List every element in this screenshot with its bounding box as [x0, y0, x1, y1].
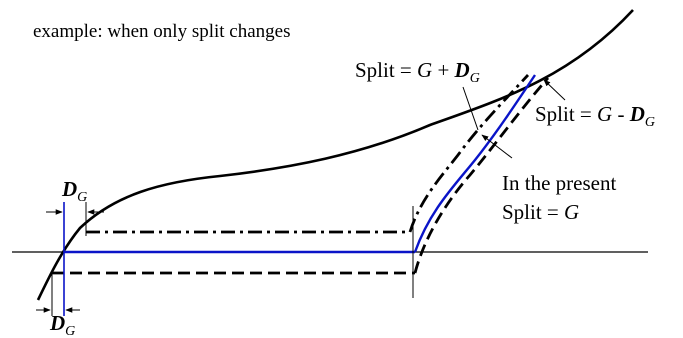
label-split-plus: Split = G + DG: [355, 58, 480, 86]
label-delta-top: DG: [61, 177, 87, 205]
label-present-line1: In the present: [502, 171, 616, 195]
leader-split-plus: [462, 86, 479, 131]
leader-present: [481, 134, 513, 159]
label-delta-bottom: DG: [49, 311, 75, 338]
split-plus-curve: [408, 74, 530, 233]
label-split-minus: Split = G - DG: [535, 102, 655, 130]
boundary-curve: [36, 9, 634, 301]
split-minus-curve: [413, 77, 550, 274]
present-line-curve: [413, 74, 536, 253]
leader-split-minus: [543, 79, 566, 101]
diagram-caption: example: when only split changes: [33, 21, 291, 42]
label-present-line2: Split = G: [502, 200, 579, 224]
